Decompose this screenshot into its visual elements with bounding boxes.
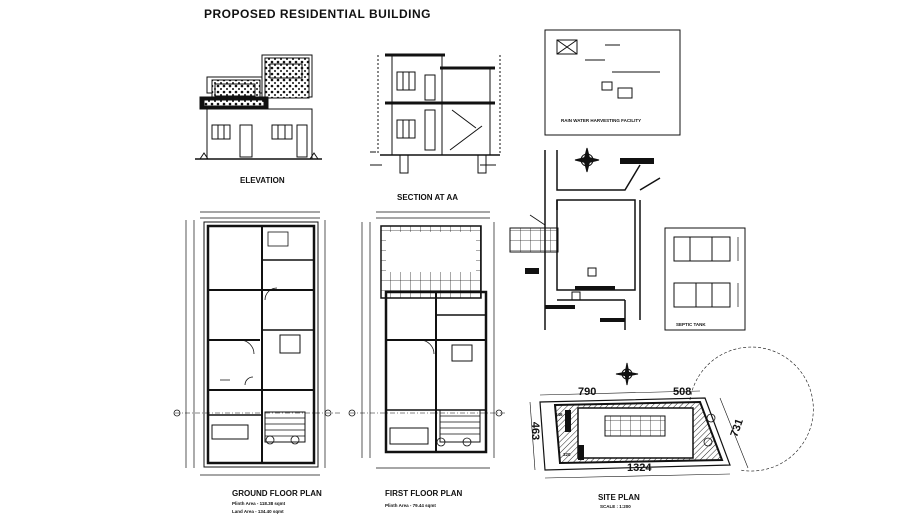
site-plan-label: SITE PLAN <box>598 493 640 502</box>
site-dim-bottom-inner: 320 <box>563 452 571 457</box>
first-floor-plan-label: FIRST FLOOR PLAN <box>385 489 463 498</box>
site-dim-top: 790 <box>578 386 597 398</box>
site-plan-scale: SCALE : 1:200 <box>600 504 631 509</box>
elevation-drawing <box>195 54 322 160</box>
section-drawing <box>370 53 501 174</box>
rainwater-detail <box>544 29 681 136</box>
first-plinth-area: Plinth Area - 79.44 sqmt <box>385 503 436 508</box>
first-floor-plan <box>348 211 505 469</box>
septic-tank-detail <box>664 227 746 331</box>
drawing-title: PROPOSED RESIDENTIAL BUILDING <box>204 7 431 21</box>
compass-icon <box>574 147 600 173</box>
compass-site-icon <box>615 362 639 386</box>
elevation-label: ELEVATION <box>240 176 285 185</box>
location-map <box>509 150 661 330</box>
ground-land-area: Land Area - 134.40 sqmt <box>232 509 284 514</box>
section-label: SECTION AT AA <box>397 193 459 202</box>
site-dim-bottom: 1324 <box>627 462 652 474</box>
ground-plinth-area: Plinth Area - 118.38 sqmt <box>232 501 286 506</box>
site-dim-left-inner: 346 <box>555 412 563 417</box>
ground-floor-plan-label: GROUND FLOOR PLAN <box>232 489 322 498</box>
septic-tank-label: SEPTIC TANK <box>676 322 706 327</box>
site-dim-top-right: 508 <box>673 386 692 398</box>
rainwater-label: RAIN WATER HARVESTING FACILITY <box>561 118 642 123</box>
site-dim-left: 463 <box>529 421 542 441</box>
ground-floor-plan <box>173 211 340 476</box>
site-plan-drawing <box>529 346 814 479</box>
